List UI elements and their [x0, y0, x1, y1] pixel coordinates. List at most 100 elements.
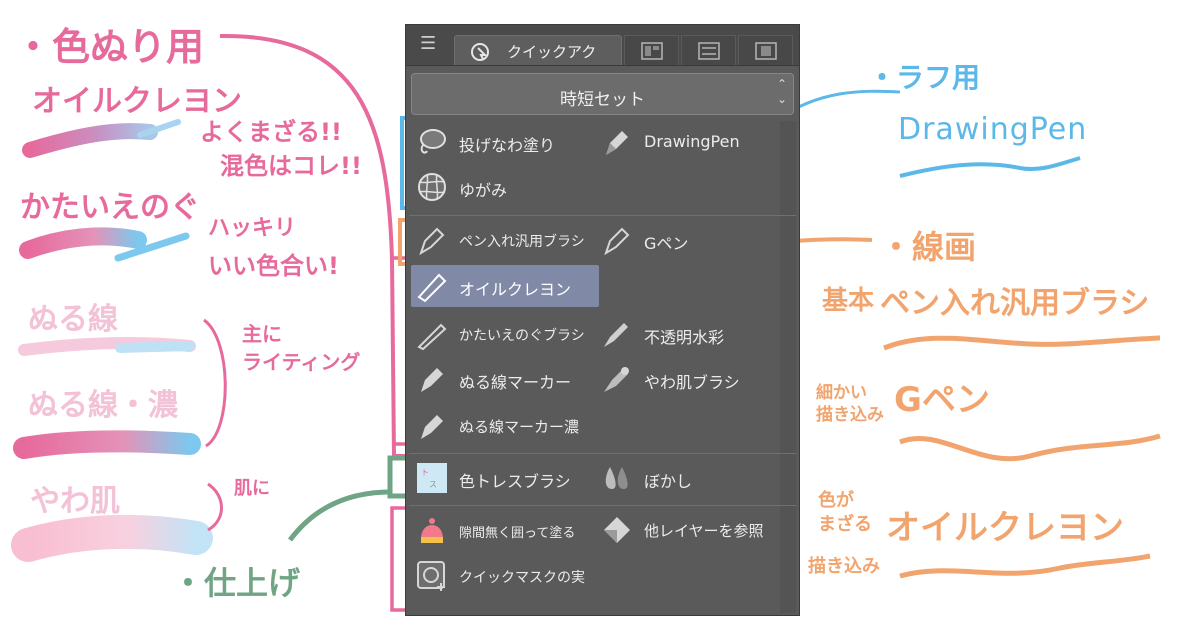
pen-nib-icon: [600, 125, 634, 159]
quick-mask-icon: [415, 559, 449, 593]
item-label: ペン入れ汎用ブラシ: [459, 234, 585, 250]
note-coloring-oil-crayon: オイルクレヨン: [32, 84, 242, 119]
item-yawa-hada-brush[interactable]: やわ肌ブラシ: [596, 360, 776, 398]
item-label: ぼかし: [644, 472, 693, 491]
note-mix-this: 混色はコレ!!: [220, 152, 362, 180]
tab-quick-access-label: クイックアク: [507, 43, 597, 61]
note-for-skin: 肌に: [234, 478, 270, 499]
item-label: ゆがみ: [459, 181, 508, 200]
note-katai-enogu: かたいえのぐ: [20, 190, 200, 225]
item-nuru-sen-marker[interactable]: ぬる線マーカー: [411, 360, 593, 398]
note-nice-color: いい色合い!: [208, 252, 339, 280]
stroke-katai-enogu-blue: [114, 232, 190, 262]
item-oil-crayon[interactable]: オイルクレヨン: [411, 265, 599, 307]
item-blur[interactable]: ぼかし: [596, 459, 726, 497]
set-selector-arrows-icon[interactable]: ⌃⌄: [776, 77, 787, 106]
item-color-trace-brush[interactable]: トス 色トレスブラシ: [411, 459, 593, 497]
film-icon: [755, 42, 777, 60]
tab-layers[interactable]: [624, 35, 679, 65]
brush-icon: [415, 317, 449, 351]
item-quick-mask[interactable]: クイックマスクの実: [411, 557, 593, 595]
note-lighting: ライティング: [242, 350, 361, 374]
note-mixes-well: よくまざる!!: [200, 118, 342, 146]
svg-text:ト: ト: [421, 468, 429, 477]
tab-timeline[interactable]: [738, 35, 793, 65]
set-selector[interactable]: 時短セット ⌃⌄: [411, 73, 794, 115]
quick-access-panel: ☰ クイックアク 時短セット ⌃⌄ 投げなわ塗り DrawingP: [405, 24, 800, 616]
note-coloring-title: ・色ぬり用: [14, 25, 205, 69]
panel-tab-bar: ☰ クイックアク: [406, 25, 799, 66]
note-rough-drawingpen: DrawingPen: [898, 112, 1088, 147]
stroke-katai-enogu: [19, 227, 147, 259]
item-label: Gペン: [644, 234, 689, 253]
set-selector-label: 時短セット: [560, 90, 645, 110]
item-label: 色トレスブラシ: [459, 472, 571, 491]
marker-icon: [415, 409, 449, 443]
note-fine: 細かい: [816, 383, 867, 403]
pen-nib-icon: [415, 223, 449, 257]
brush-icon: [600, 362, 634, 396]
stroke-nuru-sen-koi: [13, 430, 201, 459]
marker-icon: [415, 362, 449, 396]
note-color-mix-c: 描き込み: [808, 556, 880, 577]
item-opaque-watercolor[interactable]: 不透明水彩: [596, 315, 776, 353]
note-oil-crayon: オイルクレヨン: [886, 508, 1124, 548]
stroke-oil-crayon: [22, 123, 158, 158]
stroke-nuru-sen-blue: [115, 341, 195, 353]
color-trace-icon: トス: [415, 461, 449, 495]
layer-panel-icon: [641, 42, 663, 60]
panel-menu-icon[interactable]: ☰: [420, 33, 437, 54]
item-label: 隙間無く囲って塗る: [459, 526, 576, 541]
note-basic-brush: ペン入れ汎用ブラシ: [880, 286, 1150, 321]
item-label: 投げなわ塗り: [459, 136, 556, 155]
item-drawingpen[interactable]: DrawingPen: [596, 123, 776, 161]
item-label: やわ肌ブラシ: [644, 373, 740, 392]
item-katai-enogu-brush[interactable]: かたいえのぐブラシ: [411, 315, 593, 353]
item-pen-inking-brush[interactable]: ペン入れ汎用ブラシ: [411, 221, 593, 259]
item-label: かたいえのぐブラシ: [459, 328, 585, 344]
note-nuru-sen: ぬる線: [28, 302, 118, 337]
note-mainly: 主に: [242, 322, 282, 346]
crayon-icon: [415, 269, 449, 303]
item-liquify[interactable]: ゆがみ: [411, 168, 591, 206]
item-refer-other-layers[interactable]: 他レイヤーを参照: [596, 511, 781, 549]
item-gpen[interactable]: Gペン: [596, 221, 776, 259]
item-close-gap-fill[interactable]: 隙間無く囲って塗る: [411, 511, 593, 549]
section-divider: [409, 453, 796, 454]
note-finishing: ・仕上げ: [172, 564, 301, 602]
note-nuru-sen-koi: ぬる線・濃: [28, 388, 178, 423]
pen-nib-icon: [600, 223, 634, 257]
item-label: オイルクレヨン: [459, 280, 572, 299]
note-clear: ハッキリ: [208, 216, 297, 241]
note-detailing: 描き込み: [816, 405, 884, 425]
orange-wave-kihon: [883, 335, 1161, 351]
note-color-mix-a: 色が: [818, 490, 854, 511]
pink-bracket-lighting: [203, 318, 227, 448]
quick-access-icon: [469, 41, 491, 67]
note-color-mix-b: まざる: [818, 514, 872, 535]
item-lasso-fill[interactable]: 投げなわ塗り: [411, 123, 591, 161]
item-nuru-sen-marker-koi[interactable]: ぬる線マーカー濃: [411, 407, 601, 445]
liquify-grid-icon: [415, 170, 449, 204]
tab-sliders[interactable]: [681, 35, 736, 65]
blue-wave-rough: [899, 156, 1081, 178]
section-divider: [409, 215, 796, 216]
lasso-fill-icon: [415, 125, 449, 159]
note-yawa-hada: やわ肌: [30, 484, 120, 519]
stroke-yawa-hada: [11, 514, 213, 562]
stroke-oil-crayon-blue: [137, 119, 181, 138]
item-label: DrawingPen: [644, 132, 740, 151]
panel-scrollbar[interactable]: [780, 121, 796, 613]
fill-bucket-icon: [415, 513, 449, 547]
item-label: 不透明水彩: [644, 328, 725, 347]
tab-quick-access[interactable]: クイックアク: [454, 35, 622, 65]
green-connector-finishing: [288, 489, 391, 542]
orange-wave-oil: [899, 553, 1151, 579]
stroke-nuru-sen: [18, 337, 196, 356]
note-gpen: Gペン: [894, 380, 990, 420]
note-lineart-title: ・線画: [880, 228, 977, 266]
brush-icon: [600, 317, 634, 351]
note-basic: 基本: [822, 286, 875, 316]
pink-bracket-skin: [207, 482, 223, 532]
item-label: 他レイヤーを参照: [644, 522, 764, 540]
